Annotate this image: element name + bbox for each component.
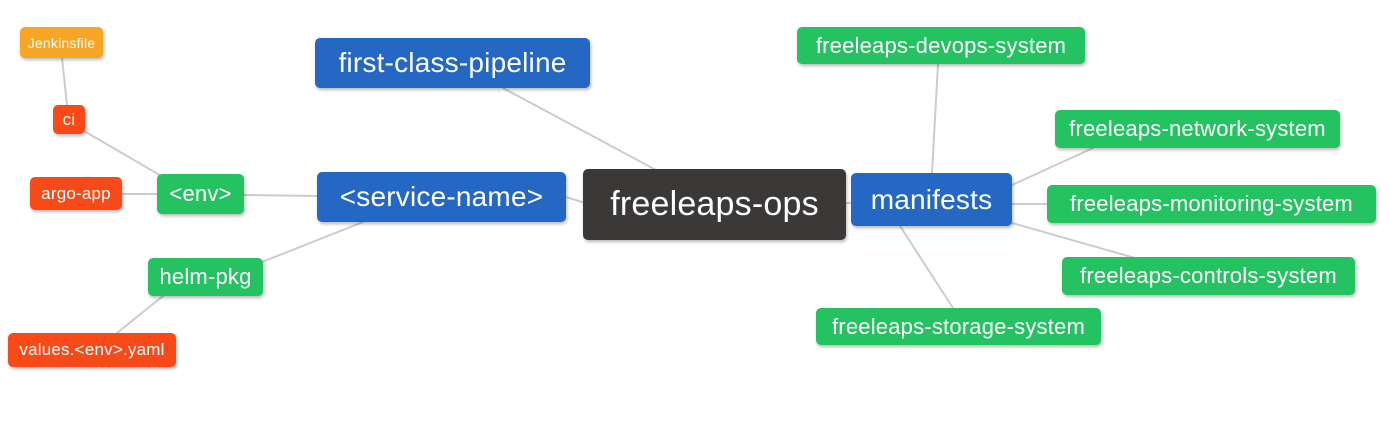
node-label: Jenkinsfile xyxy=(27,34,96,51)
mindmap-node-helm-pkg[interactable]: helm-pkg xyxy=(148,258,263,296)
edge-manifests-to-devops-system xyxy=(931,63,939,174)
mindmap-node-first-class-pipeline[interactable]: first-class-pipeline xyxy=(315,38,590,88)
mindmap-node-jenkinsfile[interactable]: Jenkinsfile xyxy=(20,27,103,58)
node-label: freeleaps-ops xyxy=(610,185,819,223)
mindmap-node-argo-app[interactable]: argo-app xyxy=(30,177,122,210)
node-label: freeleaps-network-system xyxy=(1069,116,1326,141)
edge-manifests-to-network-system xyxy=(1011,147,1094,186)
mindmap-node-network-system[interactable]: freeleaps-network-system xyxy=(1055,110,1340,148)
edge-first-class-pipeline-to-freeleaps-ops xyxy=(502,87,657,171)
edge-ci-to-env xyxy=(83,130,171,182)
node-label: argo-app xyxy=(41,183,111,203)
node-label: <env> xyxy=(169,181,232,206)
mindmap-node-controls-system[interactable]: freeleaps-controls-system xyxy=(1062,257,1355,295)
node-label: freeleaps-monitoring-system xyxy=(1070,191,1353,216)
mindmap-node-env[interactable]: <env> xyxy=(157,174,244,214)
edge-manifests-to-storage-system xyxy=(899,225,954,309)
node-label: <service-name> xyxy=(339,181,544,212)
edge-manifests-to-controls-system xyxy=(1011,222,1136,259)
node-label: freeleaps-devops-system xyxy=(815,32,1067,58)
mindmap-node-ci[interactable]: ci xyxy=(53,105,85,134)
edge-helm-pkg-to-values-env-yaml xyxy=(116,295,164,334)
node-label: helm-pkg xyxy=(159,264,252,289)
mindmap-node-monitoring-system[interactable]: freeleaps-monitoring-system xyxy=(1047,185,1376,223)
mindmap-node-devops-system[interactable]: freeleaps-devops-system xyxy=(797,27,1085,64)
node-label: manifests xyxy=(870,183,993,215)
node-label: first-class-pipeline xyxy=(338,47,567,78)
edge-env-to-service-name xyxy=(243,194,318,197)
mindmap-node-freeleaps-ops[interactable]: freeleaps-ops xyxy=(583,169,846,240)
node-label: values.<env>.yaml xyxy=(19,340,165,359)
mindmap-node-values-env-yaml[interactable]: values.<env>.yaml xyxy=(8,333,176,367)
node-label: freeleaps-controls-system xyxy=(1080,263,1337,288)
node-label: freeleaps-storage-system xyxy=(831,313,1085,339)
edge-jenkinsfile-to-ci xyxy=(61,57,68,106)
edge-service-name-to-freeleaps-ops xyxy=(565,196,586,204)
node-label: ci xyxy=(62,109,76,129)
edge-service-name-to-helm-pkg xyxy=(261,221,364,263)
mindmap-node-service-name[interactable]: <service-name> xyxy=(317,172,566,222)
mindmap-node-manifests[interactable]: manifests xyxy=(851,173,1012,226)
mindmap-node-storage-system[interactable]: freeleaps-storage-system xyxy=(816,308,1101,345)
